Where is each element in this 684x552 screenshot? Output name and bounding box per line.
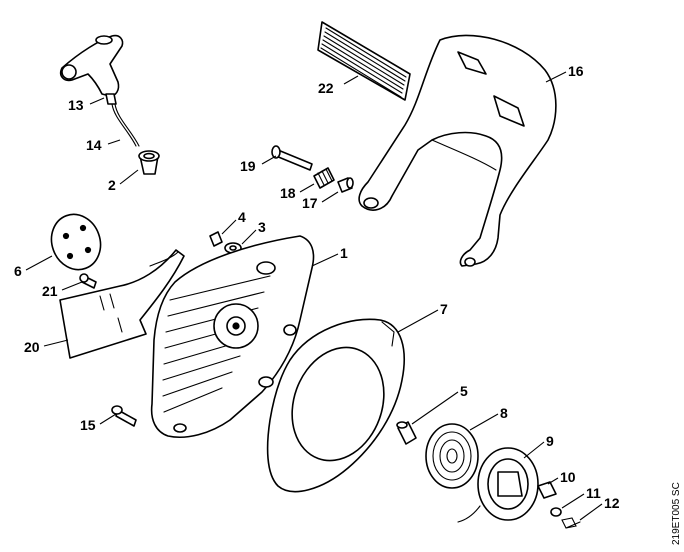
leader-21 [61, 281, 83, 291]
callout-19: 19 [240, 158, 256, 174]
leader-2 [119, 169, 139, 185]
callout-13: 13 [68, 97, 84, 113]
part-21-screw [79, 273, 97, 289]
callout-4: 4 [238, 209, 246, 225]
leader-13 [89, 97, 105, 105]
callout-5: 5 [460, 383, 468, 399]
leader-22 [343, 75, 359, 85]
leader-16 [545, 71, 567, 83]
part-7-rope-guide [266, 318, 405, 493]
callout-6: 6 [14, 263, 22, 279]
callout-16: 16 [568, 63, 584, 79]
leader-4 [221, 219, 237, 235]
part-10-pawl [537, 481, 557, 499]
leader-20 [43, 339, 69, 347]
leader-19 [261, 155, 277, 165]
callout-21: 21 [42, 283, 58, 299]
part-17-sleeve [337, 177, 354, 193]
callout-15: 15 [80, 417, 96, 433]
part-4-screw [209, 231, 223, 247]
callout-1: 1 [340, 245, 348, 261]
part-9-rope-rotor [457, 447, 539, 523]
callout-3: 3 [258, 219, 266, 235]
leader-6 [25, 255, 53, 271]
callout-12: 12 [604, 495, 620, 511]
callout-18: 18 [280, 185, 296, 201]
callout-8: 8 [500, 405, 508, 421]
leader-3 [241, 229, 257, 245]
callout-20: 20 [24, 339, 40, 355]
callout-14: 14 [86, 137, 102, 153]
part-12-spring-clip [561, 517, 581, 529]
leader-lines [25, 71, 603, 521]
leader-15 [99, 413, 117, 425]
part-6-disc [50, 213, 102, 271]
part-14-wire [111, 103, 140, 147]
part-11-washer [550, 507, 562, 517]
leader-1 [311, 253, 339, 267]
leader-14 [107, 139, 121, 145]
part-2-grommet [138, 150, 160, 175]
callout-labels: 22 16 13 14 2 19 18 17 4 3 1 6 21 20 7 1… [14, 63, 620, 511]
leader-7 [397, 309, 439, 333]
callout-17: 17 [302, 195, 318, 211]
part-18-spring [313, 167, 335, 189]
part-15-bolt [111, 405, 137, 427]
leader-8 [469, 413, 499, 431]
leader-10 [547, 477, 559, 485]
part-5-pin [396, 421, 417, 445]
part-8-rewind-spring [425, 423, 479, 489]
part-16-hand-guard [358, 34, 557, 267]
callout-11: 11 [586, 485, 601, 501]
part-19-bolt [271, 145, 313, 171]
part-22-grille [317, 21, 411, 101]
leader-18 [299, 183, 315, 193]
leader-5 [411, 391, 459, 425]
callout-9: 9 [546, 433, 554, 449]
part-20-plate [59, 249, 185, 359]
part-1-fan-housing [150, 235, 315, 439]
drawing-reference: 219ET005 SC [671, 482, 682, 545]
callout-10: 10 [560, 469, 576, 485]
leader-12 [579, 503, 603, 521]
part-13-cap-handle [59, 34, 124, 105]
callout-7: 7 [440, 301, 448, 317]
callout-22: 22 [318, 80, 334, 96]
leader-11 [561, 493, 585, 509]
callout-2: 2 [108, 177, 116, 193]
leader-9 [523, 441, 545, 459]
leader-17 [321, 191, 339, 203]
